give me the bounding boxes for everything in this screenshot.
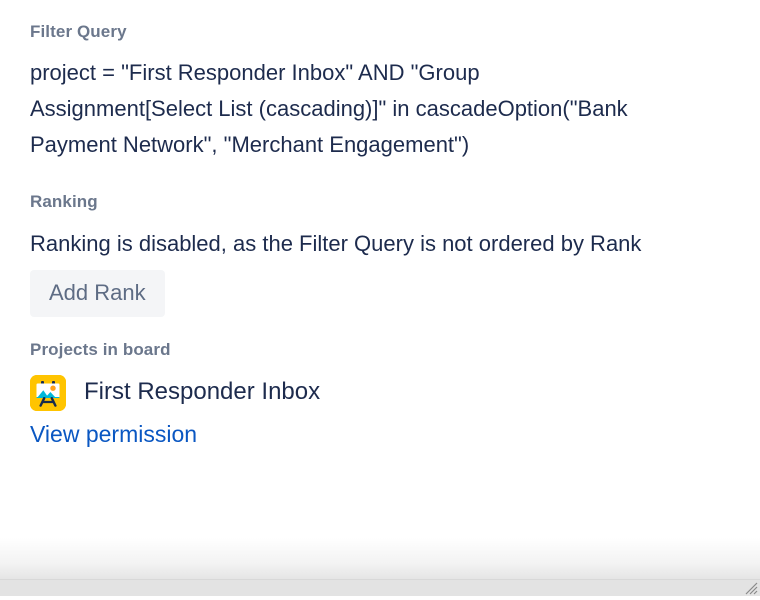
list-item[interactable]: First Responder Inbox [30, 374, 730, 411]
filter-query-section: Filter Query project = "First Responder … [30, 22, 730, 162]
projects-in-board-label: Projects in board [30, 340, 171, 360]
filter-query-label: Filter Query [30, 22, 127, 41]
project-name: First Responder Inbox [84, 378, 321, 406]
resize-handle-icon[interactable] [742, 579, 758, 595]
filter-query-value: project = "First Responder Inbox" AND "G… [30, 60, 634, 157]
ranking-message: Ranking is disabled, as the Filter Query… [30, 230, 642, 256]
project-avatar-easel-icon [30, 374, 66, 411]
view-permission-link[interactable]: View permission [30, 420, 198, 447]
footer-strip [0, 579, 760, 596]
ranking-section: Ranking Ranking is disabled, as the Filt… [30, 192, 730, 318]
ranking-label: Ranking [30, 192, 98, 212]
projects-in-board-section: Projects in board [30, 340, 730, 448]
add-rank-button[interactable]: Add Rank [30, 270, 165, 318]
